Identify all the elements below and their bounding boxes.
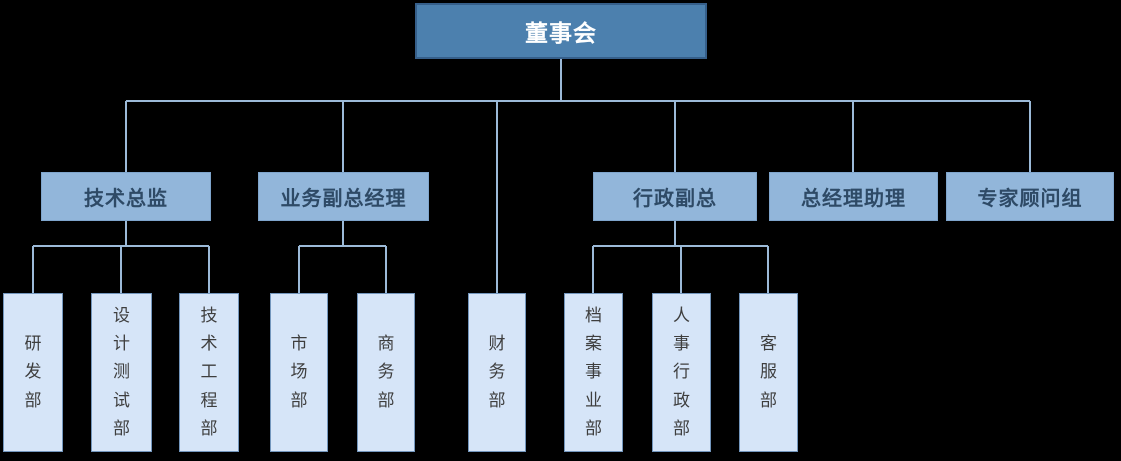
- org-node-board-label: 董事会: [525, 20, 597, 46]
- org-node-finance-dept-label: 财务部: [488, 334, 506, 410]
- org-node-customer-service-dept-label: 客服部: [760, 334, 777, 410]
- org-node-admin-deputy-label: 行政副总: [633, 188, 717, 210]
- org-node-admin-deputy[interactable]: 行政副总: [593, 172, 757, 221]
- org-node-archives-division[interactable]: 档案事业部: [564, 293, 623, 452]
- org-node-commerce-dept[interactable]: 商务部: [357, 293, 415, 452]
- org-node-expert-advisory-group-label: 专家顾问组: [977, 188, 1083, 210]
- org-node-business-deputy-gm-label: 业务副总经理: [280, 188, 407, 210]
- org-node-tech-director-label: 技术总监: [84, 188, 168, 210]
- org-node-archives-division-label: 档案事业部: [585, 306, 602, 438]
- org-node-marketing-dept[interactable]: 市场部: [270, 293, 328, 452]
- org-node-design-test-dept-label: 设计测试部: [113, 306, 130, 438]
- org-node-gm-assistant[interactable]: 总经理助理: [769, 172, 938, 221]
- org-node-design-test-dept[interactable]: 设计测试部: [91, 293, 152, 452]
- org-node-rd-dept-label: 研发部: [24, 334, 42, 410]
- org-node-tech-engineering-dept-label: 技术工程部: [200, 306, 218, 438]
- org-node-expert-advisory-group[interactable]: 专家顾问组: [946, 172, 1114, 221]
- org-node-business-deputy-gm[interactable]: 业务副总经理: [258, 172, 429, 221]
- org-node-board[interactable]: 董事会: [415, 3, 707, 59]
- org-node-hr-admin-dept-label: 人事行政部: [673, 306, 690, 438]
- org-node-customer-service-dept[interactable]: 客服部: [739, 293, 798, 452]
- org-node-gm-assistant-label: 总经理助理: [801, 188, 906, 210]
- org-node-rd-dept[interactable]: 研发部: [3, 293, 63, 452]
- org-node-commerce-dept-label: 商务部: [377, 334, 395, 410]
- org-node-marketing-dept-label: 市场部: [290, 334, 308, 410]
- org-node-finance-dept[interactable]: 财务部: [468, 293, 526, 452]
- org-node-tech-director[interactable]: 技术总监: [41, 172, 211, 221]
- org-node-hr-admin-dept[interactable]: 人事行政部: [652, 293, 711, 452]
- org-node-tech-engineering-dept[interactable]: 技术工程部: [179, 293, 239, 452]
